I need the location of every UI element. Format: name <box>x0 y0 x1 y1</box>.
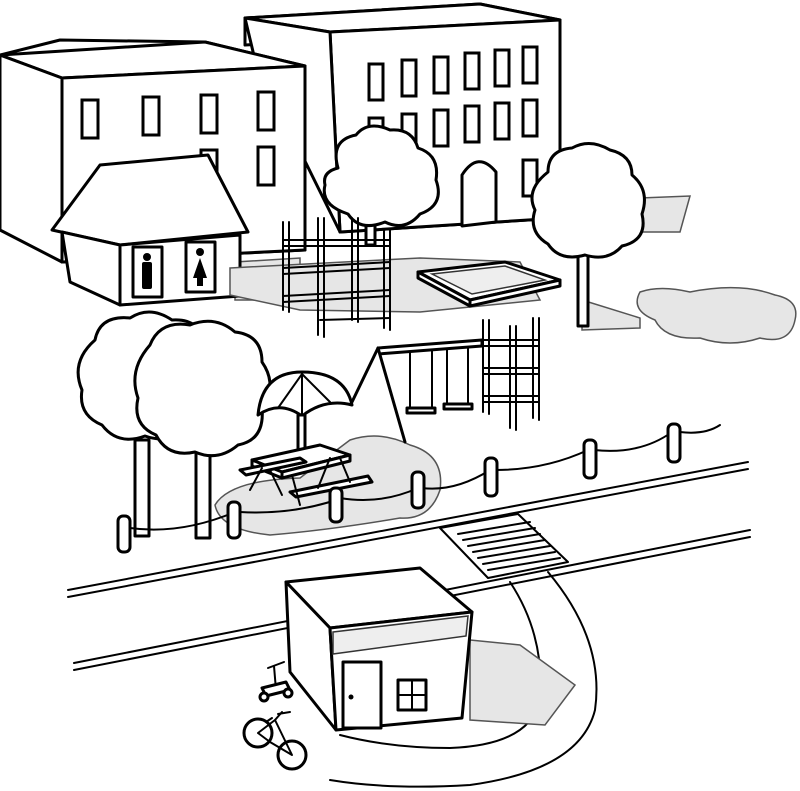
driveway-curve <box>329 571 598 788</box>
restroom-woman-icon <box>193 248 207 286</box>
jungle-gym <box>282 217 391 338</box>
restroom-man-icon <box>142 253 152 289</box>
tree-left-pair <box>76 310 272 540</box>
bicycle <box>242 711 308 771</box>
arched-door <box>460 160 498 228</box>
building-windows-right <box>367 45 539 198</box>
swing-set <box>350 338 484 444</box>
restroom-building <box>50 153 301 307</box>
picnic-table <box>238 443 374 506</box>
bollard-posts <box>116 422 682 554</box>
climbing-tower <box>482 317 540 431</box>
kiosk-building <box>284 566 577 732</box>
patio-umbrella <box>256 370 354 457</box>
crosswalk <box>439 513 569 579</box>
tree-right-back <box>530 142 646 328</box>
sandbox <box>416 260 562 308</box>
scooter <box>258 661 294 703</box>
